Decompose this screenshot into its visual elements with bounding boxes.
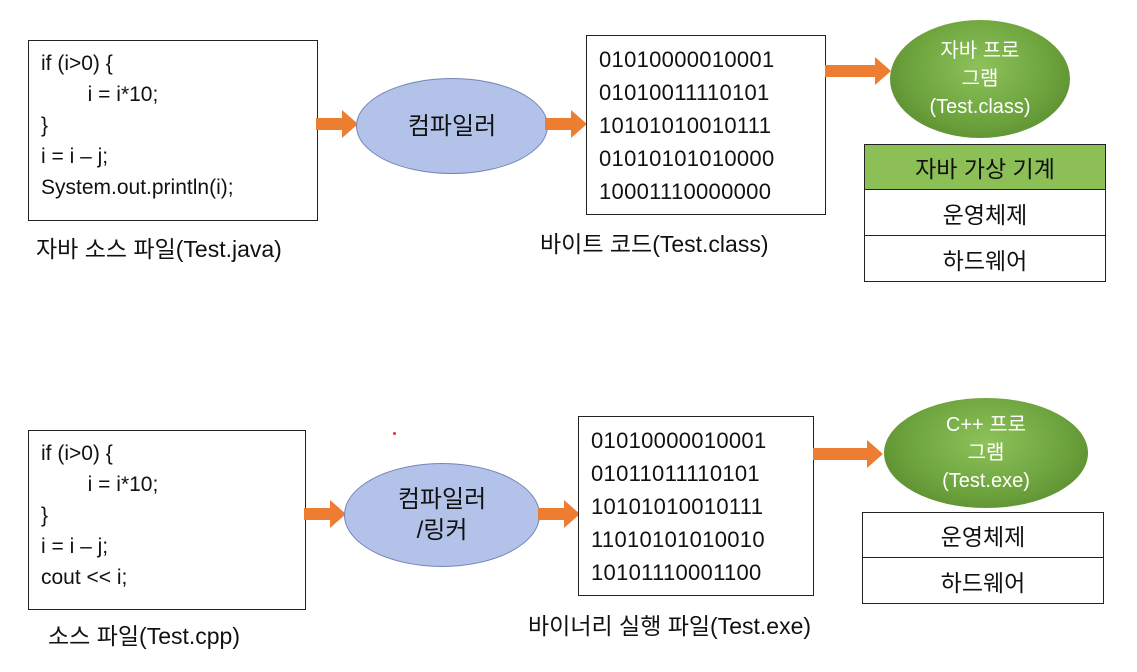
java-source-caption: 자바 소스 파일(Test.java)	[36, 236, 282, 262]
program-label-line: C++ 프로	[945, 414, 1027, 436]
code-line: cout << i;	[41, 566, 128, 589]
code-line: if (i>0) {	[41, 442, 113, 465]
os-layer: 운영체제	[864, 190, 1106, 236]
program-label-line: (Test.class)	[929, 96, 1031, 118]
bytecode-box: 01010000010001 01010011110101 1010101001…	[586, 35, 826, 215]
arrow-icon	[545, 110, 587, 138]
binary-box: 01010000010001 01011011110101 1010101001…	[578, 416, 814, 596]
cpp-compiler-node: 컴파일러 /링커	[344, 463, 540, 567]
code-line: }	[41, 504, 49, 527]
java-platform-stack: 자바 가상 기계 운영체제 하드웨어	[864, 144, 1106, 282]
program-label-line: (Test.exe)	[942, 470, 1030, 492]
code-line: if (i>0) {	[41, 52, 113, 75]
cpp-program-node: C++ 프로 그램 (Test.exe)	[884, 398, 1088, 508]
binary-line: 01011011110101	[591, 461, 760, 486]
arrow-icon	[825, 57, 891, 85]
bytecode-line: 01010101010000	[599, 146, 775, 171]
arrow-icon	[813, 440, 883, 468]
bytecode-line: 10101010010111	[599, 113, 772, 138]
cpp-source-caption: 소스 파일(Test.cpp)	[48, 623, 241, 649]
code-line: i = i*10;	[41, 83, 159, 106]
cpp-platform-stack: 운영체제 하드웨어	[862, 512, 1104, 604]
hardware-layer: 하드웨어	[864, 236, 1106, 282]
java-source-box: if (i>0) { i = i*10; } i = i – j; System…	[28, 40, 318, 221]
binary-caption: 바이너리 실행 파일(Test.exe)	[528, 613, 812, 639]
arrow-icon	[538, 500, 580, 528]
binary-line: 10101110001100	[591, 560, 762, 585]
compiler-label: 컴파일러	[407, 112, 497, 140]
code-line: System.out.println(i);	[41, 176, 234, 199]
bytecode-line: 01010000010001	[599, 47, 775, 72]
bytecode-caption: 바이트 코드(Test.class)	[540, 231, 769, 257]
bytecode-line: 10001110000000	[599, 179, 772, 204]
arrow-icon	[304, 500, 346, 528]
stray-dot	[393, 432, 396, 435]
hardware-layer: 하드웨어	[862, 558, 1104, 604]
jvm-layer: 자바 가상 기계	[864, 144, 1106, 190]
java-compiler-node: 컴파일러	[356, 78, 548, 174]
os-layer: 운영체제	[862, 512, 1104, 558]
compiler-label: /링커	[416, 517, 468, 544]
code-line: i = i*10;	[41, 473, 159, 496]
binary-line: 11010101010010	[591, 527, 765, 552]
code-line: }	[41, 114, 49, 137]
code-line: i = i – j;	[41, 145, 109, 168]
code-line: i = i – j;	[41, 535, 109, 558]
bytecode-line: 01010011110101	[599, 80, 770, 105]
program-label-line: 그램	[967, 442, 1005, 464]
arrow-icon	[316, 110, 358, 138]
program-label-line: 그램	[961, 68, 999, 90]
binary-line: 10101010010111	[591, 494, 764, 519]
cpp-source-box: if (i>0) { i = i*10; } i = i – j; cout <…	[28, 430, 306, 610]
binary-line: 01010000010001	[591, 428, 767, 453]
compiler-label: 컴파일러	[397, 486, 487, 513]
java-program-node: 자바 프로 그램 (Test.class)	[890, 20, 1070, 138]
program-label-line: 자바 프로	[940, 40, 1020, 62]
